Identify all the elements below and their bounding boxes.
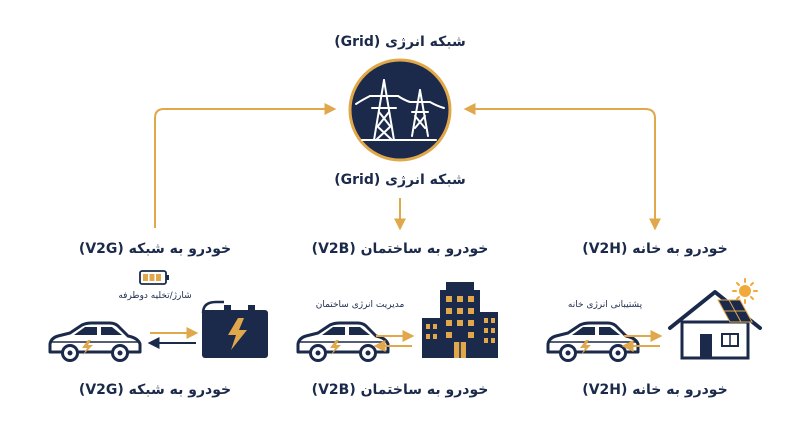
v2h-caption: پشتیبانی انرژی خانه [567, 300, 643, 310]
v2g-heading: خودرو به شبکه (V2G) [78, 241, 232, 257]
grid-circle [348, 58, 452, 162]
v2h-heading: خودرو به خانه (V2H) [582, 241, 728, 257]
v2b-heading: خودرو به ساختمان (V2B) [311, 241, 489, 257]
v2h-footer: خودرو به خانه (V2H) [582, 382, 728, 398]
grid-title-top: شبکه انرژی (Grid) [334, 34, 466, 50]
solar-panel-icon [717, 299, 753, 323]
charging-station-icon [202, 305, 268, 358]
office-building-icon [422, 282, 498, 358]
ev-car-v2h [546, 321, 640, 362]
power-pylon-icon [355, 79, 445, 141]
connector-left [154, 103, 337, 228]
flow-arrows-v2h [621, 330, 663, 352]
sun-icon [732, 278, 758, 304]
v2b-caption: مدیریت انرژی ساختمان [315, 300, 405, 310]
v2b-footer: خودرو به ساختمان (V2B) [311, 382, 489, 398]
flow-arrows-v2g [147, 327, 199, 349]
grid-title-mid: شبکه انرژی (Grid) [334, 172, 466, 188]
ev-car-v2g [48, 321, 142, 362]
v2g-caption: شارژ/تخلیه دوطرفه [118, 291, 192, 301]
connector-right [463, 103, 661, 231]
ev-car-v2b [296, 321, 390, 362]
battery-icon [139, 270, 169, 285]
flow-arrows-v2b [373, 330, 415, 352]
house-icon [668, 290, 762, 360]
v2g-footer: خودرو به شبکه (V2G) [78, 382, 232, 398]
